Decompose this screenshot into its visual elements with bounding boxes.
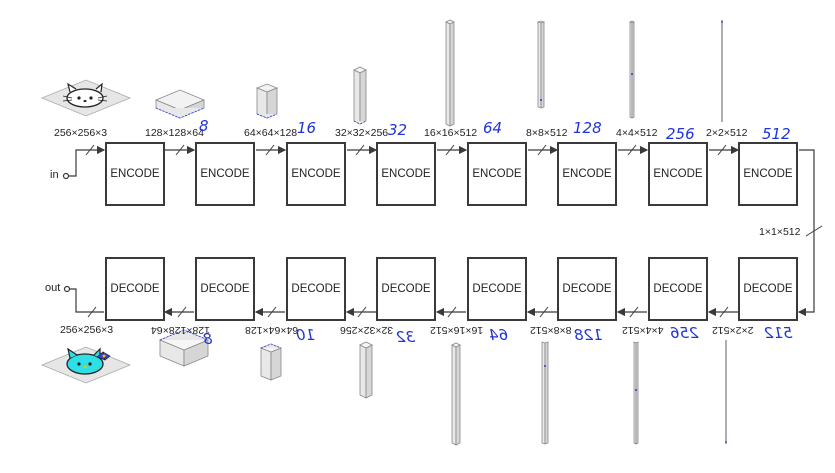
decode-block-5: DECODE: [467, 257, 527, 321]
feature-block-dec-128: [158, 329, 210, 367]
enc-dim-7: 4×4×512: [616, 127, 658, 139]
decode-block-6: DECODE: [557, 257, 617, 321]
encode-block-7: ENCODE: [648, 142, 708, 206]
encode-block-3: ENCODE: [286, 142, 346, 206]
enc-handwritten-2: 16: [297, 119, 317, 137]
dec-handwritten-3: 32: [396, 328, 416, 346]
dec-handwritten-5: 128: [574, 326, 603, 344]
enc-handwritten-4: 64: [483, 119, 503, 137]
dec-dim-6: 4×4×512: [622, 324, 664, 336]
encode-block-8: ENCODE: [738, 142, 798, 206]
enc-handwritten-7: 512: [762, 125, 791, 143]
dec-handwritten-2: 10: [296, 326, 316, 344]
enc-handwritten-5: 128: [573, 119, 602, 137]
feature-block-4: [629, 20, 635, 119]
dec-dim-7: 2×2×512: [712, 324, 754, 336]
feature-block-64: [255, 83, 279, 119]
enc-dim-2: 128×128×64: [145, 127, 204, 139]
decode-block-7: DECODE: [648, 257, 708, 321]
feature-block-16: [445, 19, 455, 127]
dec-handwritten-6: 256: [670, 324, 699, 342]
output-label: out: [45, 282, 61, 294]
enc-dim-6: 8×8×512: [526, 127, 568, 139]
feature-block-32: [353, 66, 367, 125]
enc-dim-8: 2×2×512: [706, 127, 748, 139]
dec-dim-5: 8×8×512: [530, 324, 572, 336]
encode-block-2: ENCODE: [195, 142, 255, 206]
enc-dim-1: 256×256×3: [54, 127, 108, 139]
enc-handwritten-1: 8: [199, 117, 209, 135]
decode-block-4: DECODE: [376, 257, 436, 321]
decoder-feature-blocks: [158, 329, 727, 446]
encode-block-1: ENCODE: [105, 142, 165, 206]
decode-block-2: DECODE: [195, 257, 255, 321]
feature-block-128: [154, 89, 206, 119]
decode-block-1: DECODE: [105, 257, 165, 321]
encode-block-6: ENCODE: [557, 142, 617, 206]
feature-block-dec-16: [451, 342, 461, 446]
feature-block-dec-64: [259, 343, 283, 381]
dec-handwritten-1: 8: [203, 330, 213, 348]
dec-dim-4: 16×16×512: [430, 324, 484, 336]
enc-dim-3: 64×64×128: [244, 127, 298, 139]
enc-dim-4: 32×32×256: [335, 127, 389, 139]
feature-block-8: [536, 20, 546, 109]
dec-handwritten-4: 64: [489, 326, 509, 344]
hello-kitty-outline-icon: [40, 79, 132, 117]
dec-output-dim: 256×256×3: [60, 324, 114, 336]
decode-block-8: DECODE: [738, 257, 798, 321]
input-label: in: [50, 169, 59, 181]
decode-block-3: DECODE: [286, 257, 346, 321]
dec-handwritten-7: 512: [764, 324, 793, 342]
enc-dim-5: 16×16×512: [424, 127, 478, 139]
encode-block-4: ENCODE: [376, 142, 436, 206]
enc-handwritten-3: 32: [388, 121, 408, 139]
dec-dim-1: 128×128×64: [151, 324, 210, 336]
dec-dim-3: 32×32×256: [340, 324, 394, 336]
feature-block-dec-8: [541, 341, 549, 445]
hello-kitty-colored-icon: [40, 346, 132, 384]
encoder-feature-blocks: [154, 19, 723, 127]
enc-handwritten-6: 256: [666, 125, 695, 143]
encode-block-5: ENCODE: [467, 142, 527, 206]
bottleneck-dim-label: 1×1×512: [759, 226, 801, 238]
feature-block-dec-32: [359, 341, 373, 399]
feature-block-dec-4: [633, 341, 639, 445]
dec-dim-2: 64×64×128: [245, 324, 299, 336]
